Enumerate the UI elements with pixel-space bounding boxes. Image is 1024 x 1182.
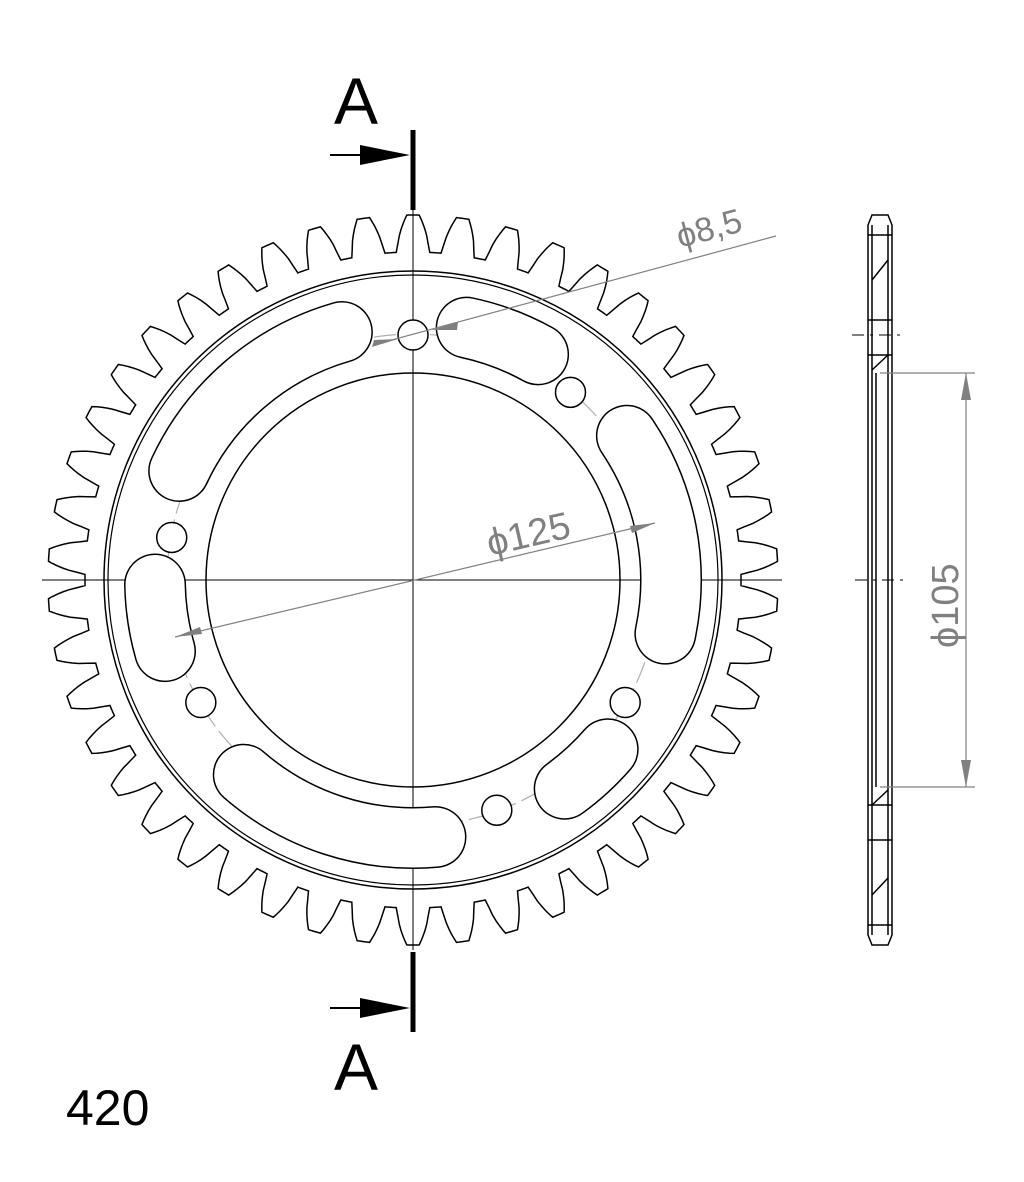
bolt-hole-1 [397,319,429,351]
arrowhead-bottom [360,998,410,1018]
bore-arrow-top [961,373,971,400]
hole-dimension-leader [372,235,777,346]
bolt-hole-4 [481,794,513,826]
lightening-slot-1 [149,302,372,501]
sprocket-teeth-outline [47,214,779,946]
chain-size-label: 420 [66,1080,149,1136]
lightening-slot-3 [597,406,701,664]
hole-dimension-arrow-1 [372,339,398,347]
center-bore [205,372,621,788]
bolt-hole-3 [609,686,641,719]
sprocket-front-view [47,214,779,946]
bolt-circle-dimension-line [174,522,656,638]
hole-dimension-arrow-2 [432,322,458,330]
section-label-bottom: A [334,1030,378,1104]
bolt-hole-5 [185,686,217,719]
bolt-hole-6 [155,521,188,554]
bolt-hole-2 [554,376,587,409]
bore-dimension-text: ϕ105 [925,563,967,648]
bore-arrow-bottom [961,760,971,787]
lightening-slot-2 [437,298,568,384]
section-label-top: A [334,64,378,138]
root-circle-inner [107,274,719,886]
root-circle-outer [103,270,723,890]
bolt-circle-arrow-2 [630,523,655,533]
lightening-slot-6 [125,555,195,681]
arrowhead-top [360,145,410,165]
lightening-slot-4 [535,719,638,819]
bolt-circle-dimension-text: ϕ125 [483,505,575,565]
lightening-slot-5 [214,745,465,868]
bolt-circle-arrow-1 [175,627,202,637]
